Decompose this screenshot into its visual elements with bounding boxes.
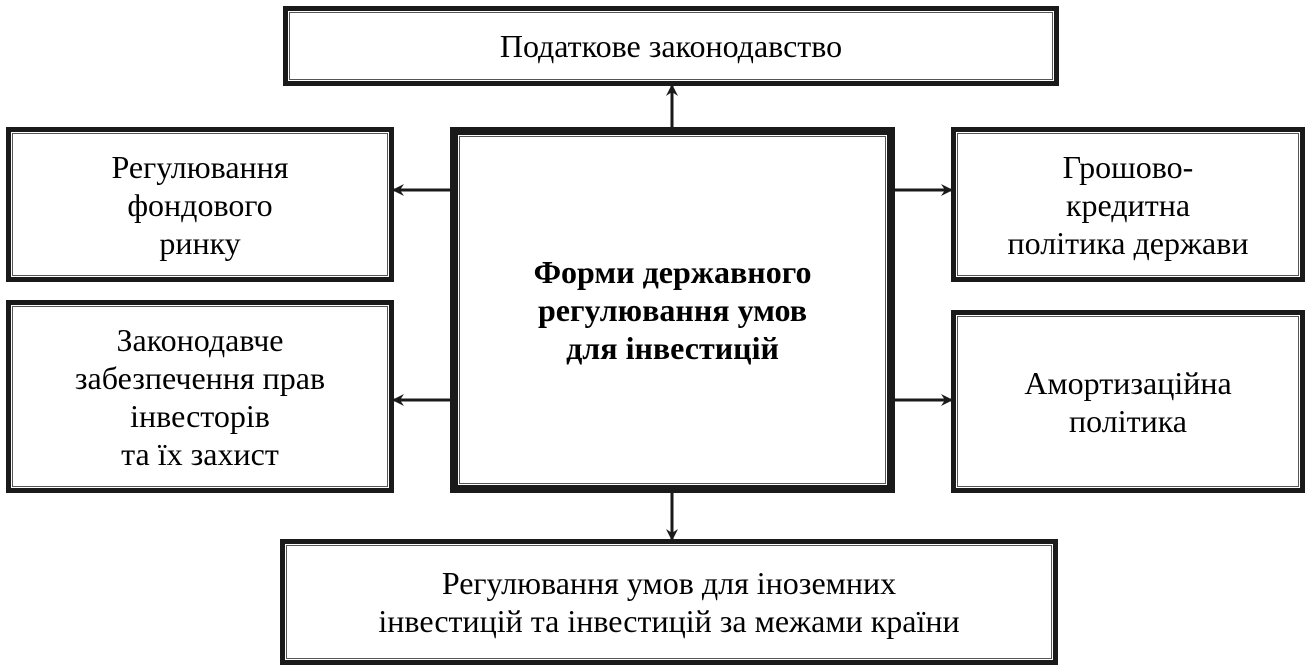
box-central-forms: Форми державного регулювання умов для ін… bbox=[450, 127, 895, 493]
box-depreciation-policy-label: Амортизаційна політика bbox=[1024, 364, 1232, 439]
box-tax-legislation-label: Податкове законодавство bbox=[499, 28, 843, 64]
box-monetary-policy: Грошово- кредитна політика держави bbox=[951, 127, 1305, 282]
box-monetary-policy-label: Грошово- кредитна політика держави bbox=[1007, 148, 1249, 261]
box-central-forms-label: Форми державного регулювання умов для ін… bbox=[533, 254, 812, 366]
box-foreign-investment-regulation: Регулювання умов для іноземних інвестиці… bbox=[280, 539, 1058, 665]
box-tax-legislation: Податкове законодавство bbox=[283, 6, 1059, 86]
box-stock-market-regulation-label: Регулювання фондового ринку bbox=[111, 148, 289, 261]
box-depreciation-policy: Амортизаційна політика bbox=[951, 310, 1305, 493]
box-foreign-investment-regulation-label: Регулювання умов для іноземних інвестиці… bbox=[378, 565, 960, 639]
box-stock-market-regulation: Регулювання фондового ринку bbox=[6, 127, 394, 282]
box-investor-rights: Законодавче забезпечення прав інвесторів… bbox=[6, 300, 394, 493]
box-investor-rights-label: Законодавче забезпечення прав інвесторів… bbox=[74, 321, 326, 472]
